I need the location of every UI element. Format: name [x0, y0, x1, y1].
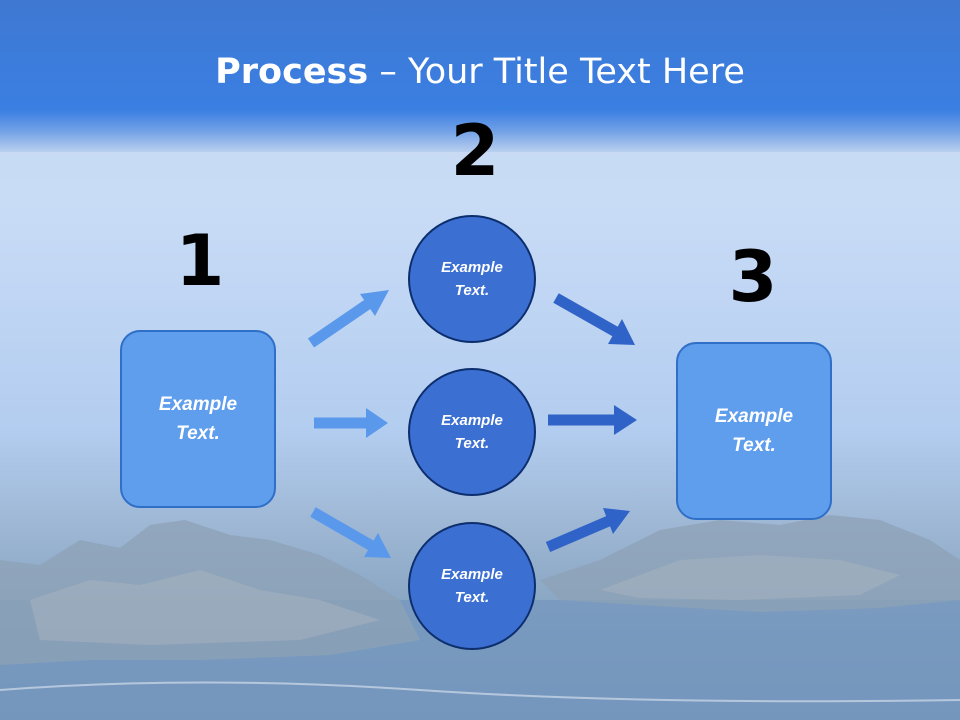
step-number-2: 2 [450, 110, 500, 192]
circle-top-line1: Example [441, 259, 503, 276]
arrow-left-to-middle [314, 408, 388, 438]
title-bold: Process [215, 52, 369, 92]
step-1-box-line2: Text. [176, 423, 220, 444]
step-2-circle-bottom: Example Text. [408, 522, 536, 650]
step-3-box: Example Text. [676, 342, 832, 520]
circle-top-line2: Text. [454, 282, 490, 299]
circle-middle-line2: Text. [454, 435, 490, 452]
step-3-box-line1: Example [714, 406, 794, 427]
arrow-left-to-top [307, 290, 389, 348]
arrow-middle-to-right [548, 405, 637, 435]
title-band: Process – Your Title Text Here [0, 0, 960, 152]
step-1-box-text: Example Text. [159, 390, 237, 448]
arrow-left-to-bottom [310, 507, 391, 558]
circle-middle-line1: Example [441, 412, 503, 429]
step-number-1: 1 [175, 220, 225, 302]
step-1-box: Example Text. [120, 330, 276, 508]
step-2-circle-top: Example Text. [408, 215, 536, 343]
circle-bottom-line2: Text. [454, 589, 490, 606]
title-rest: – Your Title Text Here [368, 52, 745, 92]
arrow-top-to-right [553, 293, 635, 345]
slide-title: Process – Your Title Text Here [0, 52, 960, 92]
step-2-circle-middle: Example Text. [408, 368, 536, 496]
step-number-3: 3 [728, 236, 778, 318]
step-1-box-line1: Example [158, 394, 238, 415]
circle-bottom-text: Example Text. [441, 563, 503, 609]
circle-top-text: Example Text. [441, 256, 503, 302]
circle-middle-text: Example Text. [441, 409, 503, 455]
step-3-box-line2: Text. [732, 435, 776, 456]
circle-bottom-line1: Example [441, 566, 503, 583]
arrow-bottom-to-right [545, 508, 630, 553]
step-3-box-text: Example Text. [715, 402, 793, 460]
